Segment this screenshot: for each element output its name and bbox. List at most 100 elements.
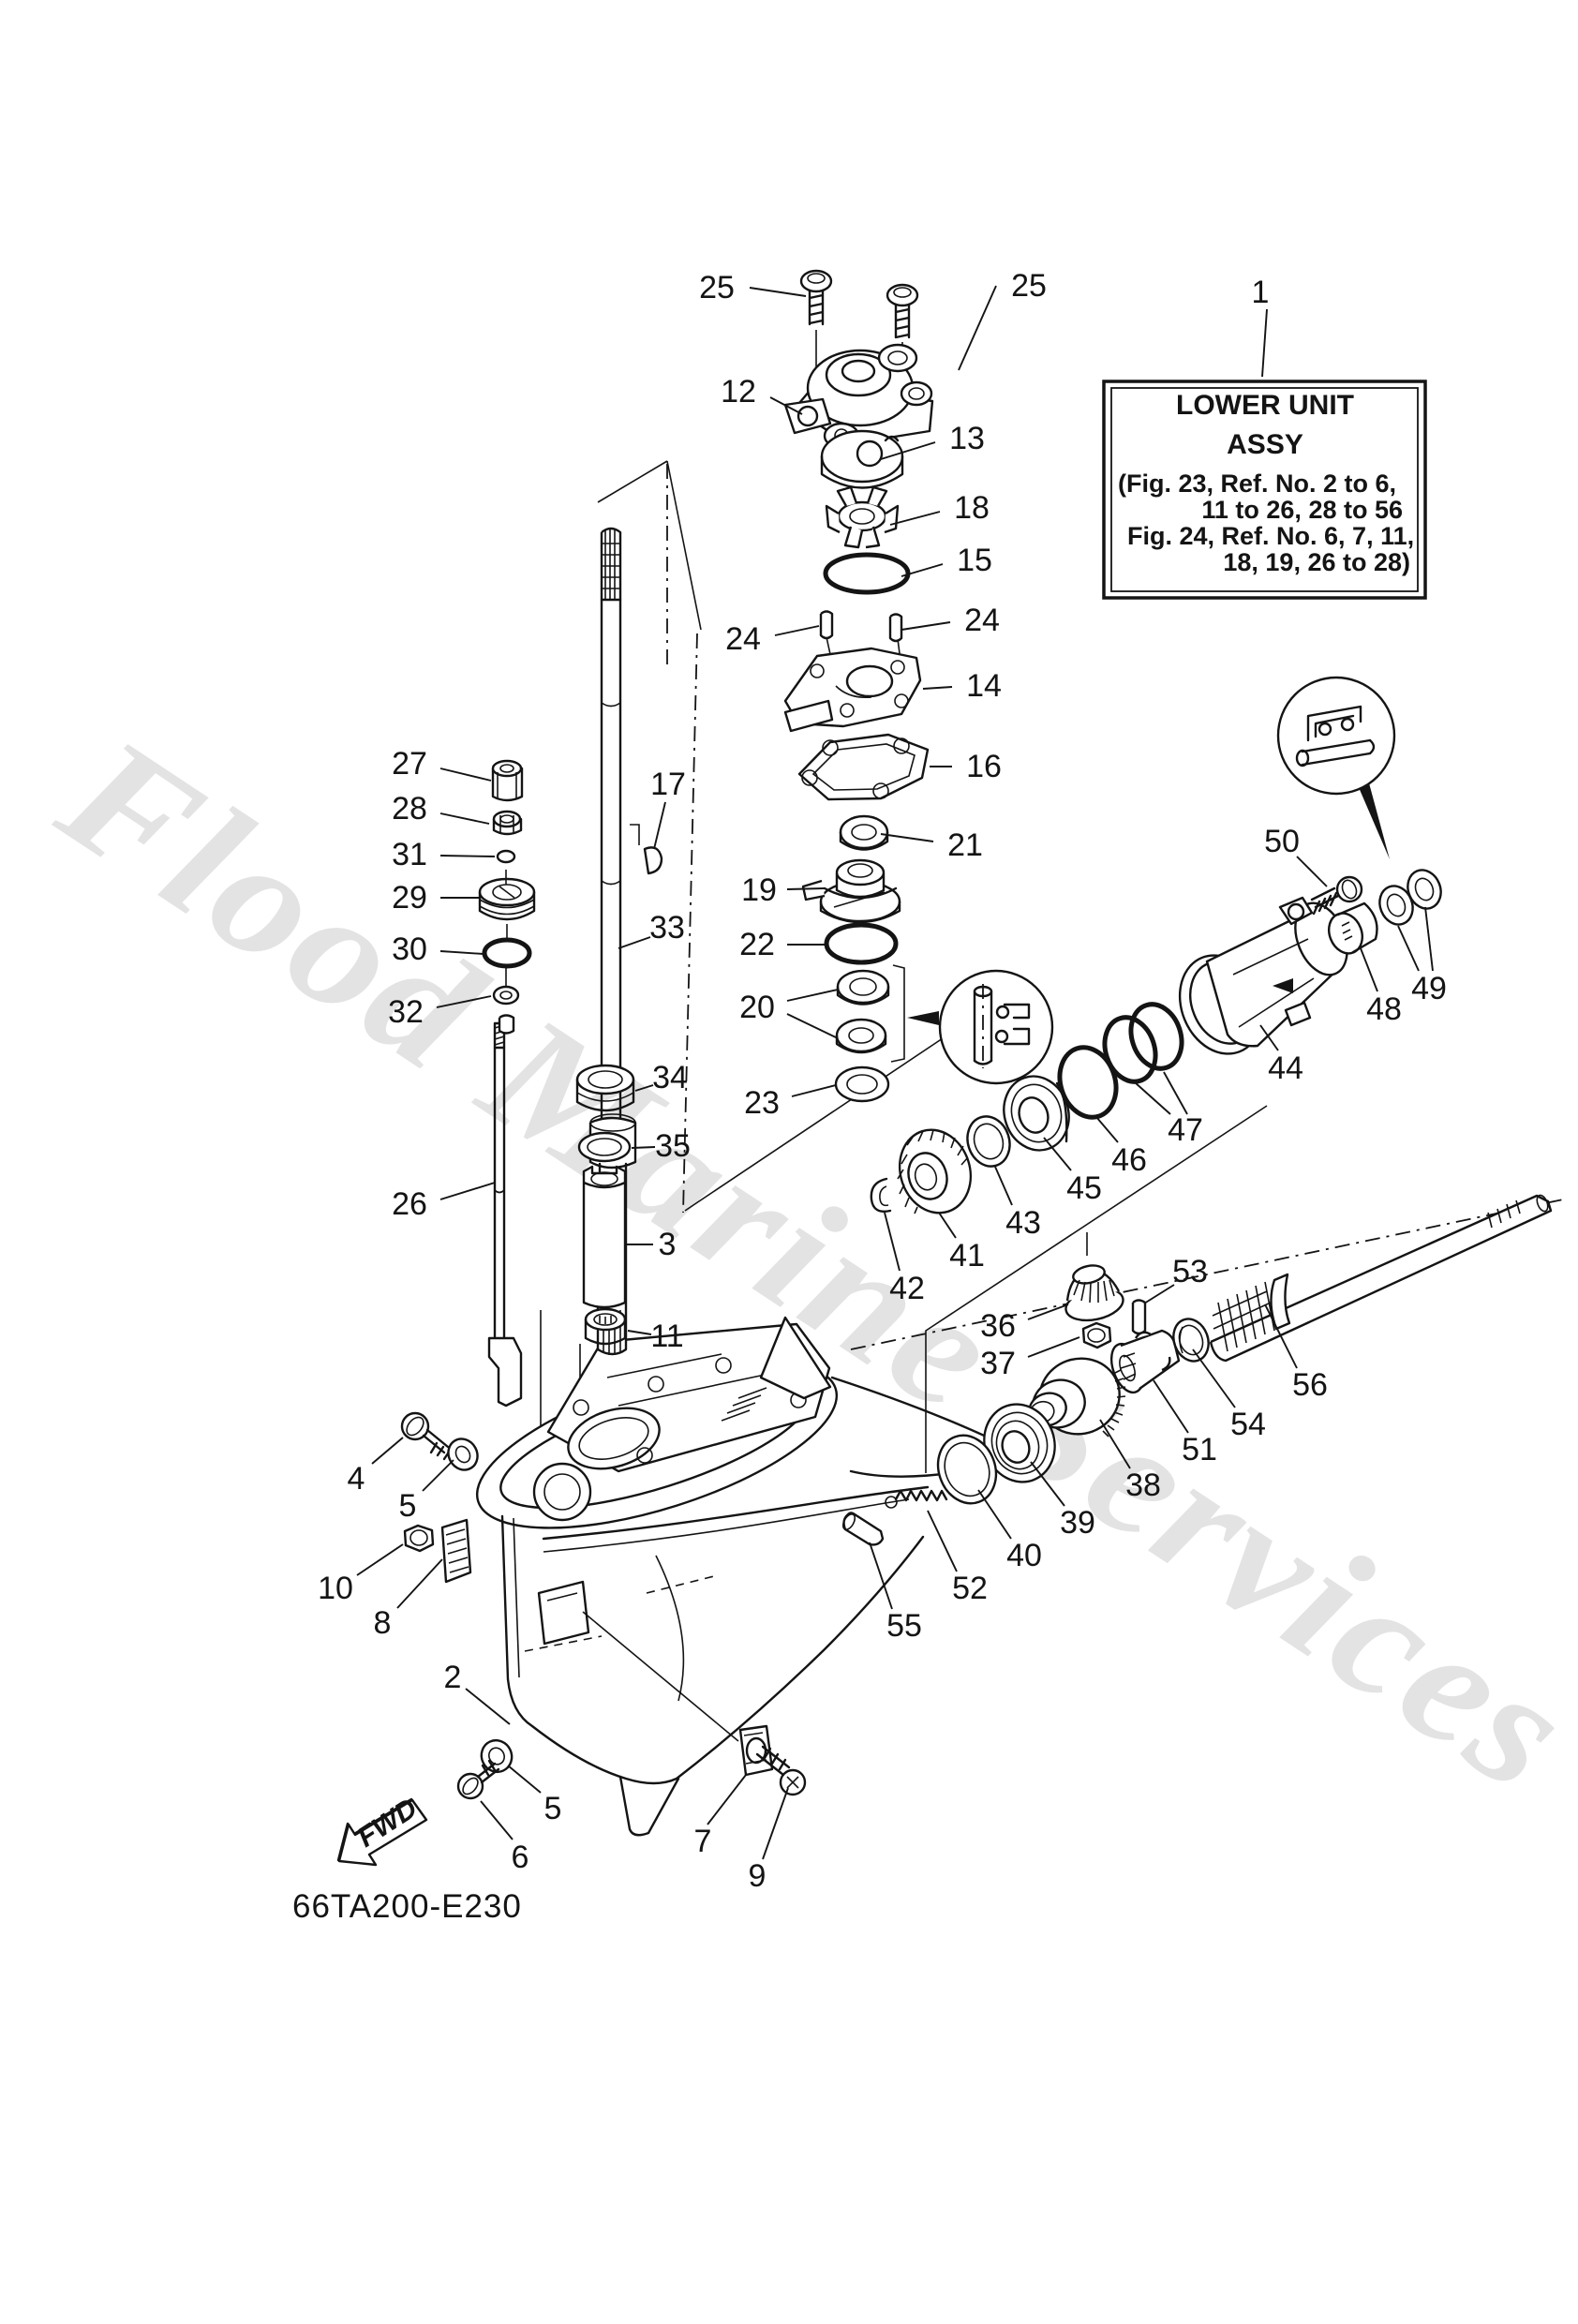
leader-line	[922, 686, 953, 690]
assy-box-line-3: (Fig. 23, Ref. No. 2 to 6,	[1118, 469, 1396, 498]
leader-line	[1259, 1024, 1279, 1051]
part-label-51: 51	[1182, 1432, 1217, 1467]
leader-line	[439, 855, 496, 857]
part-label-42: 42	[889, 1271, 925, 1306]
leader-line	[1134, 1081, 1171, 1115]
assy-box-line-4: 11 to 26, 28 to 56	[1201, 496, 1403, 524]
leader-line	[880, 833, 934, 842]
part-label-14: 14	[966, 668, 1002, 704]
leader-line	[634, 1084, 654, 1092]
part-label-36: 36	[980, 1308, 1016, 1344]
leader-line	[901, 621, 951, 631]
leader-line	[422, 1459, 454, 1492]
part-label-37: 37	[980, 1346, 1016, 1381]
part-label-49: 49	[1411, 971, 1447, 1006]
leader-line	[977, 1489, 1012, 1540]
upper-hardware-column	[478, 759, 536, 1035]
leader-line	[439, 812, 490, 825]
washer-5-lower	[480, 1738, 514, 1774]
bearing-45	[1003, 1075, 1070, 1152]
part-label-47: 47	[1168, 1112, 1203, 1148]
part-label-28: 28	[392, 791, 427, 827]
forward-gear-38	[1028, 1357, 1126, 1438]
pump-housing-12	[783, 343, 934, 450]
leader-line	[762, 1787, 789, 1860]
part-label-40: 40	[1006, 1538, 1042, 1573]
assy-box-line-2: ASSY	[1227, 429, 1303, 460]
part-label-8: 8	[374, 1605, 392, 1641]
woodruff-key-17	[630, 824, 663, 875]
leader-line	[880, 441, 936, 460]
washer-5-upper	[447, 1438, 479, 1471]
water-pump-stack	[783, 269, 934, 1103]
part-label-29: 29	[392, 880, 427, 916]
leader-line	[1153, 1379, 1189, 1434]
leader-line	[769, 396, 803, 415]
assy-box-line-5: Fig. 24, Ref. No. 6, 7, 11,	[1127, 522, 1414, 550]
leader-line	[901, 563, 944, 577]
dowel-pin-53	[1131, 1299, 1147, 1335]
part-label-5: 5	[399, 1488, 417, 1524]
leader-line	[1027, 1304, 1069, 1320]
part-label-17: 17	[650, 767, 686, 802]
o-ring-46	[1057, 1045, 1119, 1120]
seal-section-inset	[938, 969, 1054, 1085]
part-label-7: 7	[694, 1824, 712, 1859]
leader-line	[465, 1688, 511, 1725]
ring-40	[936, 1434, 998, 1505]
leader-line	[1043, 1137, 1072, 1171]
leader-line	[1163, 1071, 1188, 1115]
seal-housing-19	[801, 858, 901, 924]
oil-seals-20	[835, 969, 890, 1054]
sleeve-3	[582, 1165, 627, 1309]
fwd-arrow: FWD	[336, 1793, 428, 1867]
part-label-16: 16	[966, 749, 1002, 784]
part-label-1: 1	[1252, 275, 1270, 310]
part-label-50: 50	[1264, 824, 1300, 859]
part-label-2: 2	[444, 1660, 462, 1695]
impeller-insert-13	[820, 429, 904, 489]
part-label-44: 44	[1268, 1050, 1303, 1086]
part-label-18: 18	[954, 490, 990, 526]
leader-line	[1264, 1304, 1298, 1369]
leader-line	[356, 1543, 404, 1576]
part-label-23: 23	[744, 1085, 780, 1121]
o-ring-15	[823, 552, 911, 595]
o-rings-47	[1102, 1002, 1184, 1084]
part-label-43: 43	[1005, 1205, 1041, 1241]
part-label-31: 31	[392, 837, 427, 872]
part-label-15: 15	[957, 543, 992, 578]
spacer-27	[491, 759, 524, 802]
washer-23	[834, 1065, 890, 1103]
leader-line	[439, 950, 484, 955]
leader-line	[631, 1146, 656, 1149]
pump-plate-14	[783, 647, 922, 733]
leader-line	[1397, 925, 1420, 972]
leader-line	[1143, 1284, 1175, 1304]
inset-pointer-arrow-2	[1358, 780, 1390, 859]
part-label-11: 11	[650, 1318, 683, 1354]
shift-plunger-55	[841, 1512, 885, 1546]
pinion-nut-37	[1081, 1321, 1112, 1349]
leader-line	[1099, 1419, 1131, 1469]
leader-line	[480, 1800, 514, 1840]
pinion-gear-41	[897, 1128, 973, 1214]
leader-line	[507, 1765, 542, 1794]
leader-line	[1424, 906, 1434, 972]
leader-line	[1030, 1461, 1065, 1507]
clip-42	[870, 1177, 892, 1213]
part-label-52: 52	[952, 1571, 988, 1606]
leader-line	[927, 1510, 958, 1572]
dowel-pins-24	[819, 610, 903, 643]
part-label-33: 33	[649, 910, 685, 946]
lower-shaft-column	[575, 1064, 635, 1346]
bolt-50	[1310, 875, 1363, 916]
o-ring-22	[824, 922, 899, 965]
leader-line	[396, 1558, 443, 1609]
part-label-27: 27	[392, 746, 427, 782]
leader-line	[627, 1330, 652, 1335]
pump-gasket-16	[797, 733, 930, 801]
leader-line	[1192, 1348, 1236, 1408]
